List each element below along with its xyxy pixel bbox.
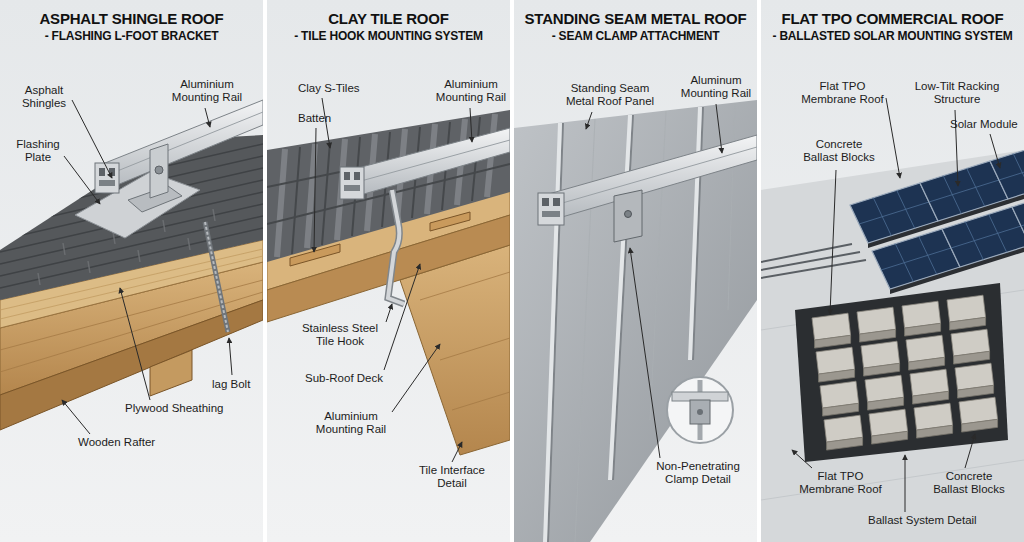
panel-subtitle: - SEAM CLAMP ATTACHMENT	[514, 28, 757, 44]
shingle-roof-drawing	[0, 100, 263, 430]
part-label: Standing Seam Metal Roof Panel	[560, 82, 660, 108]
part-label: Non-Penetrating Clamp Detail	[648, 460, 748, 486]
part-label: Ballast System Detail	[868, 514, 977, 527]
leader-lines	[62, 98, 1000, 512]
panel-subtitle: - FLASHING L-FOOT BRACKET	[0, 28, 263, 44]
part-label: Flat TPO Membrane Roof	[800, 80, 885, 106]
part-label: Aluminium Mounting Rail	[168, 78, 246, 104]
panel-subtitle: - BALLASTED SOLAR MOUNTING SYSTEM	[761, 28, 1024, 44]
panel-ground	[267, 0, 510, 542]
part-label: Low-Tilt Racking Structure	[912, 80, 1002, 106]
part-label: Aluminium Mounting Rail	[312, 410, 390, 436]
part-label: Concrete Ballast Blocks	[800, 138, 878, 164]
panel-title: ASPHALT SHINGLE ROOF	[0, 9, 263, 28]
part-label: Stainless Steel Tile Hook	[296, 322, 384, 348]
part-label: Aluminum Mounting Rail	[678, 74, 754, 100]
panel-ground	[514, 0, 757, 542]
part-label: Asphalt Shingles	[18, 84, 70, 110]
part-label: Wooden Rafter	[78, 436, 155, 449]
part-label: Flashing Plate	[12, 138, 64, 164]
part-label: Batten	[298, 112, 331, 125]
panel-subtitle: - TILE HOOK MOUNTING SYSTEM	[267, 28, 510, 44]
part-label: Concrete Ballast Blocks	[930, 470, 1008, 496]
part-label: lag Bolt	[212, 378, 250, 391]
part-label: Clay S-Tiles	[298, 82, 360, 95]
part-label: Aluminium Mounting Rail	[432, 78, 510, 104]
panel-title: FLAT TPO COMMERCIAL ROOF	[761, 9, 1024, 28]
part-label: Flat TPO Membrane Roof	[798, 470, 883, 496]
part-label: Sub-Roof Deck	[305, 372, 383, 385]
tile-roof-drawing	[267, 110, 510, 455]
metal-roof-drawing	[514, 100, 757, 542]
part-label: Plywood Sheathing	[125, 402, 223, 415]
part-label: Solar Module	[950, 118, 1018, 131]
panel-title: STANDING SEAM METAL ROOF	[514, 9, 757, 28]
part-label: Tile Interface Detail	[412, 464, 492, 490]
panel-title: CLAY TILE ROOF	[267, 9, 510, 28]
panel-ground	[761, 0, 1024, 542]
panel-ground	[0, 0, 263, 542]
flat-roof-drawing	[761, 139, 1024, 542]
